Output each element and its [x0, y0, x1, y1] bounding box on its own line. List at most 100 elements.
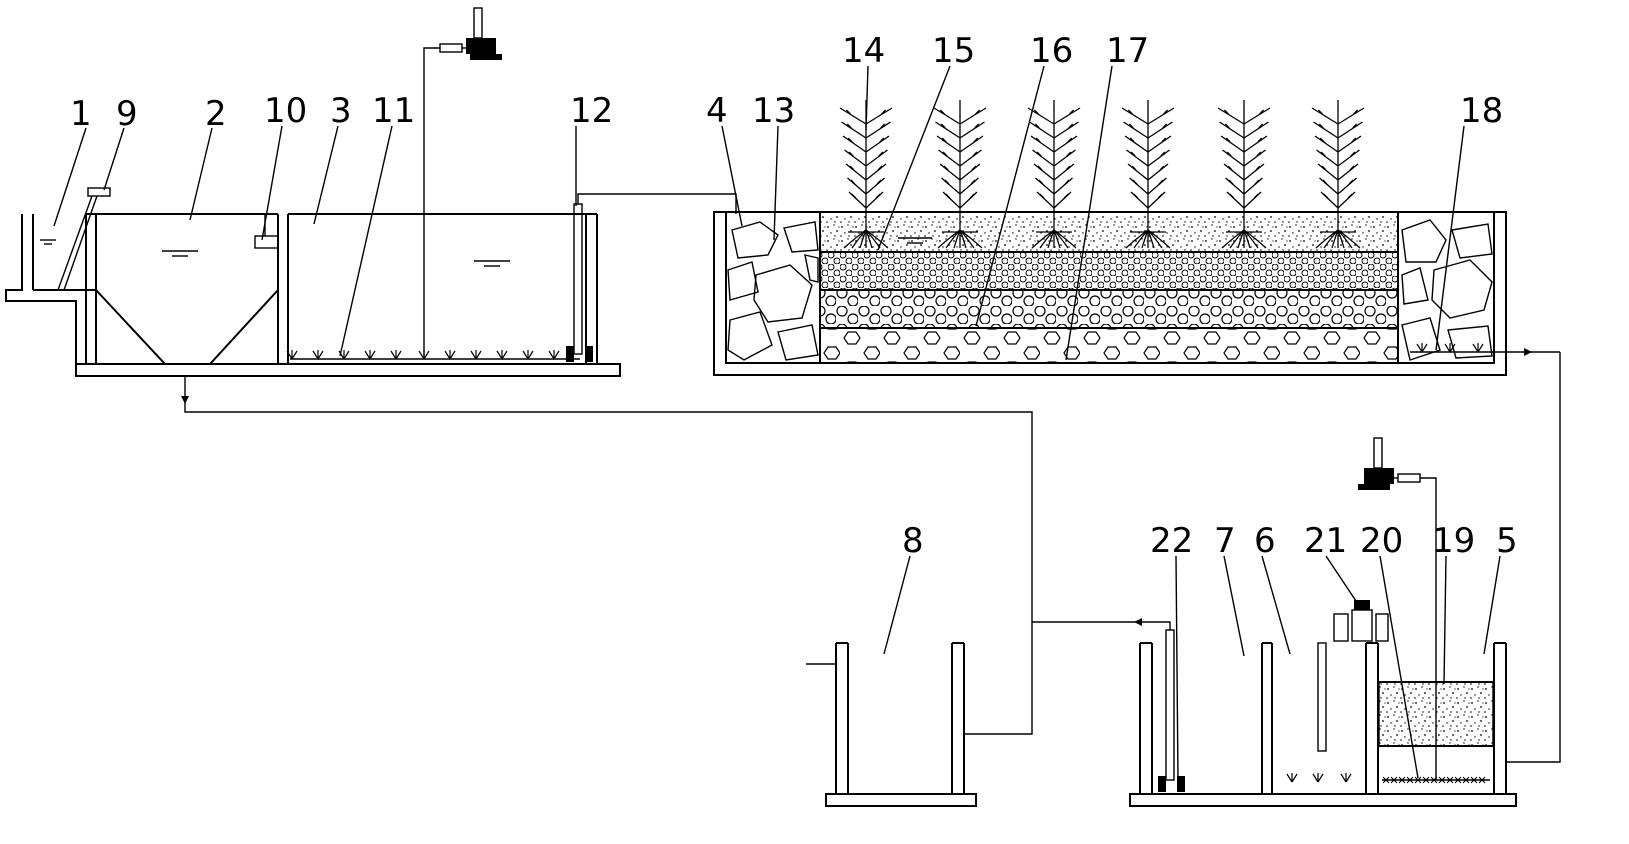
- svg-text:20: 20: [1360, 521, 1403, 561]
- wetland-plants: [839, 100, 1365, 249]
- svg-text:16: 16: [1030, 31, 1073, 71]
- svg-text:22: 22: [1150, 521, 1193, 561]
- label-22: 22: [1150, 521, 1193, 781]
- diffuser-icon: [496, 350, 508, 360]
- submersible-pump-icon: [1158, 776, 1185, 792]
- label-11: 11: [339, 91, 415, 357]
- diffuser-icon: [1472, 343, 1484, 353]
- nozzle-icon: [1398, 776, 1406, 784]
- nozzle-icon: [1478, 776, 1486, 784]
- diffuser-icon: [522, 350, 534, 360]
- diffuser-icon: [1286, 773, 1298, 783]
- dosing-device-icon: [1333, 600, 1389, 642]
- svg-text:1: 1: [70, 94, 92, 134]
- svg-text:17: 17: [1106, 31, 1149, 71]
- blower-icon: [462, 7, 502, 60]
- plant-icon: [1121, 100, 1175, 249]
- blower-icon: [1358, 437, 1398, 490]
- screen-motor-box: [87, 187, 111, 197]
- fine-gravel-layer: [821, 252, 1397, 290]
- air-supply-pipe-lower: [1420, 477, 1437, 780]
- plant-icon: [933, 100, 987, 249]
- nozzle-icon: [1446, 776, 1454, 784]
- submersible-pump-icon: [566, 346, 593, 362]
- label-14: 14: [842, 31, 885, 131]
- svg-text:4: 4: [706, 91, 728, 131]
- label-9: 9: [103, 94, 138, 191]
- diffuser-icon: [312, 350, 324, 360]
- base-slab-left: [75, 363, 621, 377]
- label-4: 4: [706, 91, 743, 227]
- label-21: 21: [1304, 521, 1359, 605]
- label-17: 17: [1065, 31, 1149, 361]
- water-level-icon: [162, 250, 198, 257]
- diffuser-icon: [1416, 343, 1428, 353]
- bar-screen-2: [63, 195, 98, 291]
- air-supply-pipe: [423, 47, 440, 359]
- svg-text:13: 13: [752, 91, 795, 131]
- label-18: 18: [1435, 91, 1503, 351]
- label-10: 10: [261, 91, 307, 241]
- nozzle-icon: [1414, 776, 1422, 784]
- nozzle-icon: [1406, 776, 1414, 784]
- nozzle-icon: [1390, 776, 1398, 784]
- svg-text:9: 9: [116, 94, 138, 134]
- label-19: 19: [1432, 521, 1475, 685]
- inlet-stone-zone: [727, 221, 819, 361]
- return-pump-pipe: [1165, 629, 1175, 781]
- svg-text:19: 19: [1432, 521, 1475, 561]
- medium-gravel-layer: [821, 290, 1397, 328]
- labels: 1 9 2 10 3 11 12 4: [53, 31, 1518, 781]
- svg-text:7: 7: [1214, 521, 1236, 561]
- svg-text:12: 12: [570, 91, 613, 131]
- tank-group-5-6-7: [1032, 437, 1517, 807]
- diffuser-icon: [1444, 343, 1456, 353]
- water-level-icon: [40, 239, 56, 245]
- label-6: 6: [1254, 521, 1291, 655]
- sludge-tank-8: [806, 642, 977, 807]
- flow-arrow-icon: [181, 396, 189, 404]
- label-12: 12: [570, 91, 613, 206]
- svg-text:11: 11: [372, 91, 415, 131]
- label-8: 8: [883, 521, 924, 655]
- diffuser-icon: [548, 350, 560, 360]
- diffuser-icon: [338, 350, 350, 360]
- pipe-to-wetland: [577, 193, 737, 214]
- svg-text:8: 8: [902, 521, 924, 561]
- diffuser-icon: [1312, 773, 1324, 783]
- sedimentation-hopper: [95, 289, 279, 365]
- water-level-icon: [474, 260, 510, 267]
- soil-layer: [821, 214, 1397, 252]
- nozzle-icon: [1462, 776, 1470, 784]
- diffuser-icon: [444, 350, 456, 360]
- svg-text:5: 5: [1496, 521, 1518, 561]
- label-5: 5: [1483, 521, 1518, 655]
- svg-text:2: 2: [205, 94, 227, 134]
- flow-arrow-icon: [1524, 348, 1532, 356]
- tank-group-1-2-3: [5, 7, 1033, 735]
- nozzle-icon: [1382, 776, 1390, 784]
- constructed-wetland: [713, 100, 1560, 376]
- svg-text:21: 21: [1304, 521, 1347, 561]
- nozzle-icon: [1422, 776, 1430, 784]
- svg-text:10: 10: [264, 91, 307, 131]
- label-16: 16: [975, 31, 1073, 327]
- lift-pump-pipe: [573, 203, 583, 355]
- bar-screen: [57, 195, 93, 291]
- plant-icon: [1217, 100, 1271, 249]
- label-3: 3: [313, 91, 352, 225]
- wetland-inner: [725, 211, 1495, 364]
- label-2: 2: [189, 94, 227, 221]
- label-15: 15: [877, 31, 975, 251]
- svg-text:15: 15: [932, 31, 975, 71]
- aerator-diffusers: [286, 350, 560, 360]
- svg-text:14: 14: [842, 31, 885, 71]
- diffuser-icon: [1340, 773, 1352, 783]
- outlet-stone-zone: [1401, 219, 1493, 361]
- water-level-icon: [898, 237, 932, 244]
- label-1: 1: [53, 94, 92, 227]
- plant-icon: [1311, 100, 1365, 249]
- label-7: 7: [1214, 521, 1245, 657]
- diffuser-icon: [470, 350, 482, 360]
- nozzle-icon: [1438, 776, 1446, 784]
